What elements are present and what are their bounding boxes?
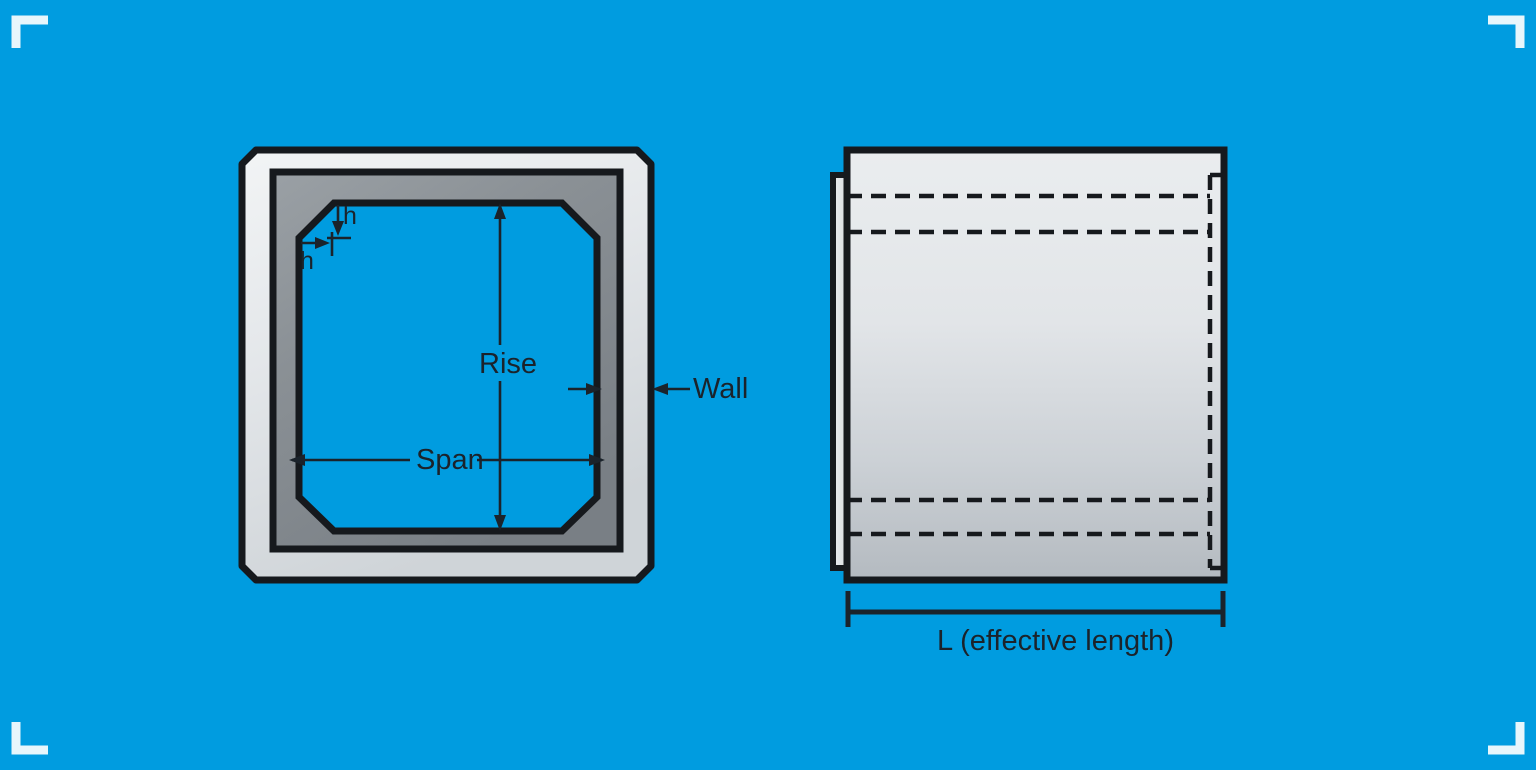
- length-dimension: [845, 591, 1226, 627]
- corner-mark-bottom-left-icon: [11, 722, 48, 755]
- wall-arrow-right-icon: [586, 383, 602, 395]
- haunch-horizontal-arrowhead: [315, 237, 330, 249]
- rise-arrowheads: [494, 203, 506, 531]
- corner-mark-bottom-right-icon: [1488, 722, 1525, 755]
- rise-arrow-down-icon: [494, 515, 506, 531]
- culvert-opening: [295, 199, 601, 535]
- rise-arrow-up-icon: [494, 203, 506, 219]
- span-arrowheads: [289, 454, 605, 466]
- wall-arrowheads: [586, 383, 668, 395]
- haunch-horizontal-label: h: [300, 247, 314, 275]
- haunch-h-arrow-right-icon: [315, 237, 330, 249]
- span-arrow-right-icon: [589, 454, 605, 466]
- span-arrow-left-icon: [289, 454, 305, 466]
- effective-length-label: L (effective length): [937, 625, 1174, 657]
- haunch-vertical-arrowhead: [332, 221, 344, 236]
- corner-mark-top-left-icon: [11, 15, 48, 48]
- rise-label: Rise: [479, 348, 538, 380]
- corner-mark-top-right-icon: [1488, 15, 1525, 48]
- haunch-vertical-label: h: [343, 202, 357, 230]
- elevation-body: [843, 146, 1228, 584]
- wall-arrow-left-icon: [652, 383, 668, 395]
- span-label: Span: [416, 444, 484, 476]
- wall-label: Wall: [693, 373, 749, 405]
- haunch-v-arrow-down-icon: [332, 221, 344, 236]
- elevation-hidden-lines: [847, 172, 1224, 571]
